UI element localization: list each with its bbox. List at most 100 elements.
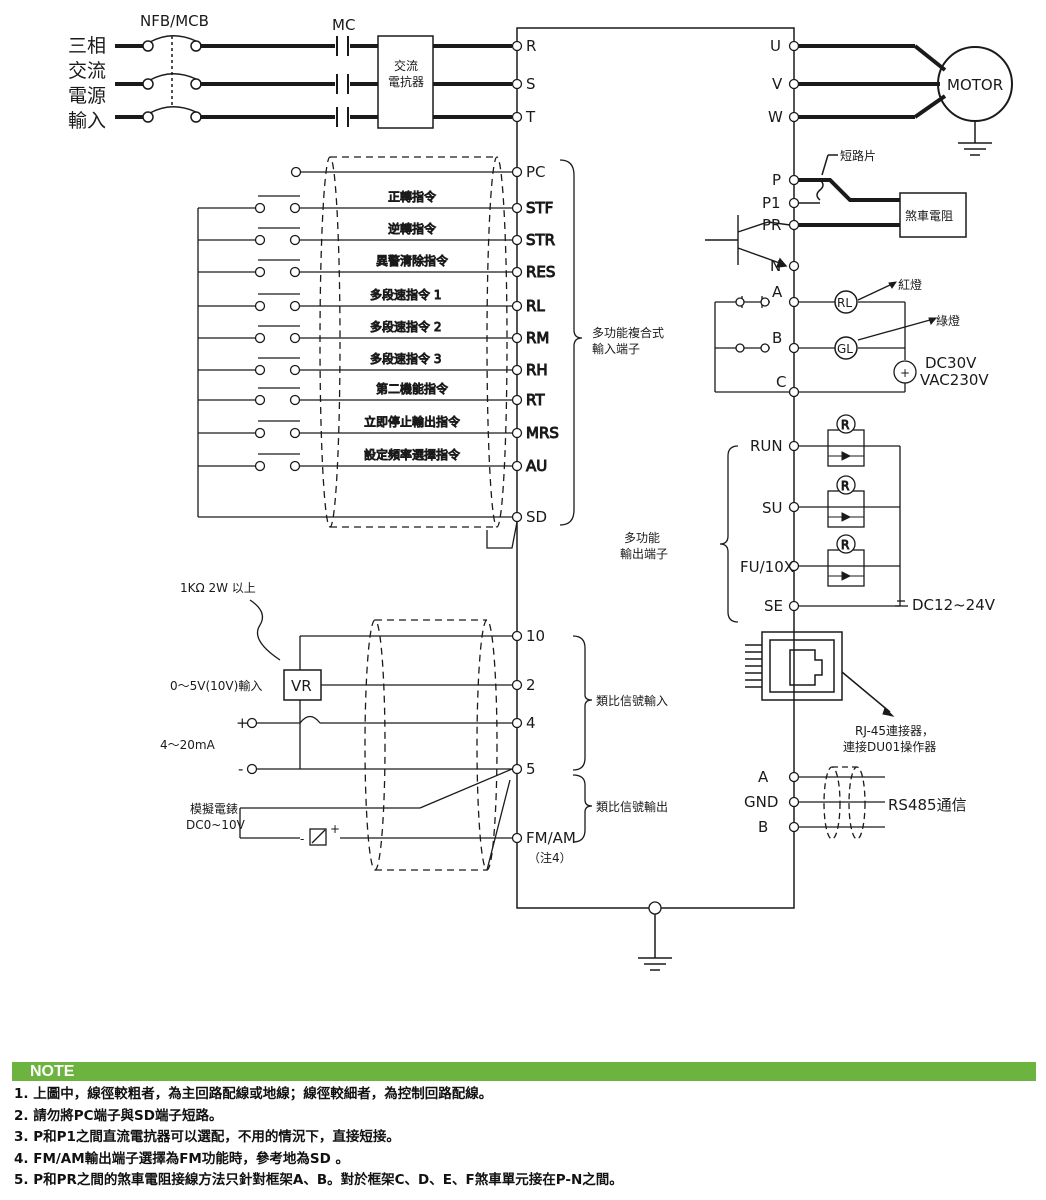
analog-shield-ground	[486, 779, 511, 871]
input-row-mrs: MRS 立即停止輸出指令	[198, 414, 559, 443]
rst-terminals	[511, 40, 523, 123]
rs485-lines	[798, 776, 885, 828]
note-bar	[12, 1062, 1036, 1081]
switch-terminal	[289, 300, 301, 312]
input-brace	[559, 159, 583, 526]
terminal-b: B	[772, 329, 782, 347]
oc-terminal	[788, 440, 800, 452]
oc-labels: RUN SU FU/10X SE 多功能 輸出端子 DC12~24V	[620, 437, 996, 615]
rl-label: RL	[837, 296, 852, 310]
reactor-label-1: 交流	[394, 58, 418, 73]
analog-input-group: 類比信號輸入	[596, 693, 668, 708]
red-lamp-label: 紅燈	[898, 277, 922, 292]
switch-terminal	[289, 202, 301, 214]
power-input-label-3: 電源	[68, 85, 106, 107]
relay-supply-1: DC30V	[925, 354, 977, 372]
switch-terminal	[254, 332, 266, 344]
terminal-stf-dot	[511, 202, 523, 214]
input-desc-str: 逆轉指令	[388, 221, 436, 236]
terminal-n: N	[770, 257, 781, 275]
switch-terminal	[254, 394, 266, 406]
terminal-au-dot	[511, 460, 523, 472]
power-input-label-4: 輸入	[68, 110, 106, 132]
terminal-rm-dot	[511, 332, 523, 344]
terminal-w: W	[768, 108, 783, 126]
oc-row-2: R	[788, 534, 900, 587]
relay-labels: A B C RL GL 紅燈 綠燈 + DC30V VAC230V	[772, 277, 989, 391]
relay-symbol: R	[841, 479, 849, 493]
terminal-res-dot	[511, 266, 523, 278]
supply-plus: +	[900, 366, 910, 380]
terminal-2: 2	[526, 676, 536, 694]
nfb-breaker	[142, 35, 202, 123]
input-common-wire	[197, 171, 512, 518]
current-input-label: 4～20mA	[160, 738, 216, 752]
input-desc-rm: 多段速指令 2	[370, 319, 441, 334]
terminal-se: SE	[764, 597, 783, 615]
main-ground-icon	[638, 908, 672, 971]
ac-reactor-box	[377, 35, 434, 129]
terminal-rl: RL	[526, 297, 545, 315]
brake-resistor-box	[899, 192, 967, 238]
terminal-rh: RH	[526, 361, 548, 379]
input-desc-rt: 第二機能指令	[376, 381, 448, 396]
input-desc-res: 異警清除指令	[376, 253, 448, 268]
input-desc-rl: 多段速指令 1	[370, 287, 441, 302]
switch-terminal	[254, 202, 266, 214]
rs485-label: RS485通信	[888, 796, 967, 814]
note-title: NOTE	[30, 1063, 75, 1080]
terminal-5: 5	[526, 760, 536, 778]
meter-label-2: DC0~10V	[186, 818, 246, 832]
main-power-lines	[115, 44, 512, 119]
oc-row-0: R	[788, 414, 900, 467]
input-desc-mrs: 立即停止輸出指令	[364, 414, 460, 429]
breaker-label: NFB/MCB	[140, 12, 209, 30]
input-desc-au: 設定頻率選擇指令	[364, 447, 460, 462]
input-shield	[319, 156, 508, 528]
brake-resistor-lines	[798, 178, 900, 227]
vr-label: VR	[291, 677, 312, 695]
dc-terminals	[788, 174, 800, 272]
switch-terminal	[254, 427, 266, 439]
oc-common	[798, 446, 908, 607]
terminal-str: STR	[526, 231, 555, 249]
resistor-spec: 1KΩ 2W 以上	[180, 581, 256, 595]
output-group-label-1: 多功能	[624, 531, 660, 545]
input-labels: PC SD 多功能複合式 輸入端子	[526, 163, 664, 526]
reactor-label-2: 電抗器	[388, 74, 424, 89]
short-bar-label: 短路片	[840, 148, 876, 163]
input-desc-stf: 正轉指令	[388, 189, 436, 204]
terminal-str-dot	[511, 234, 523, 246]
note-item: 5. P和PR之間的煞車電阻接線方法只針對框架A、B。對於框架C、D、E、F煞車…	[14, 1172, 623, 1188]
note-list: 1. 上圖中，線徑較粗者，為主回路配線或地線；線徑較細者，為控制回路配線。 2.…	[14, 1084, 623, 1192]
green-lamp-label: 綠燈	[936, 313, 960, 328]
rj45-label-1: RJ-45連接器，	[855, 723, 934, 738]
oc-coil-box	[827, 549, 865, 587]
oc-coil-box	[827, 429, 865, 467]
terminal-p1: P1	[762, 194, 781, 212]
input-row-rl: RL 多段速指令 1	[198, 287, 546, 316]
note-item: 4. FM/AM輸出端子選擇為FM功能時，參考地為SD 。	[14, 1150, 349, 1167]
fm-am-note: （注4）	[528, 850, 572, 865]
analog-wires	[239, 599, 513, 839]
brake-transistor	[705, 215, 791, 268]
output-brace	[719, 445, 739, 623]
rs485-terminal-a: A	[758, 768, 769, 786]
terminal-pr: PR	[762, 216, 781, 234]
mc-contactor	[336, 36, 349, 127]
switch-terminal	[289, 266, 301, 278]
terminal-mrs: MRS	[526, 424, 559, 442]
open-collector-rows: RRR	[788, 414, 900, 587]
power-input-label-1: 三相	[68, 35, 106, 57]
note-item: 3. P和P1之間直流電抗器可以選配，不用的情況下，直接短接。	[14, 1129, 400, 1145]
terminal-4: 4	[526, 714, 536, 732]
relay-supply-2: VAC230V	[920, 371, 989, 389]
analog-source-terminals	[246, 717, 258, 775]
meter-plus: +	[330, 822, 340, 836]
terminal-rm: RM	[526, 329, 549, 347]
terminal-au: AU	[526, 457, 547, 475]
relay-coil-icon	[836, 534, 856, 554]
